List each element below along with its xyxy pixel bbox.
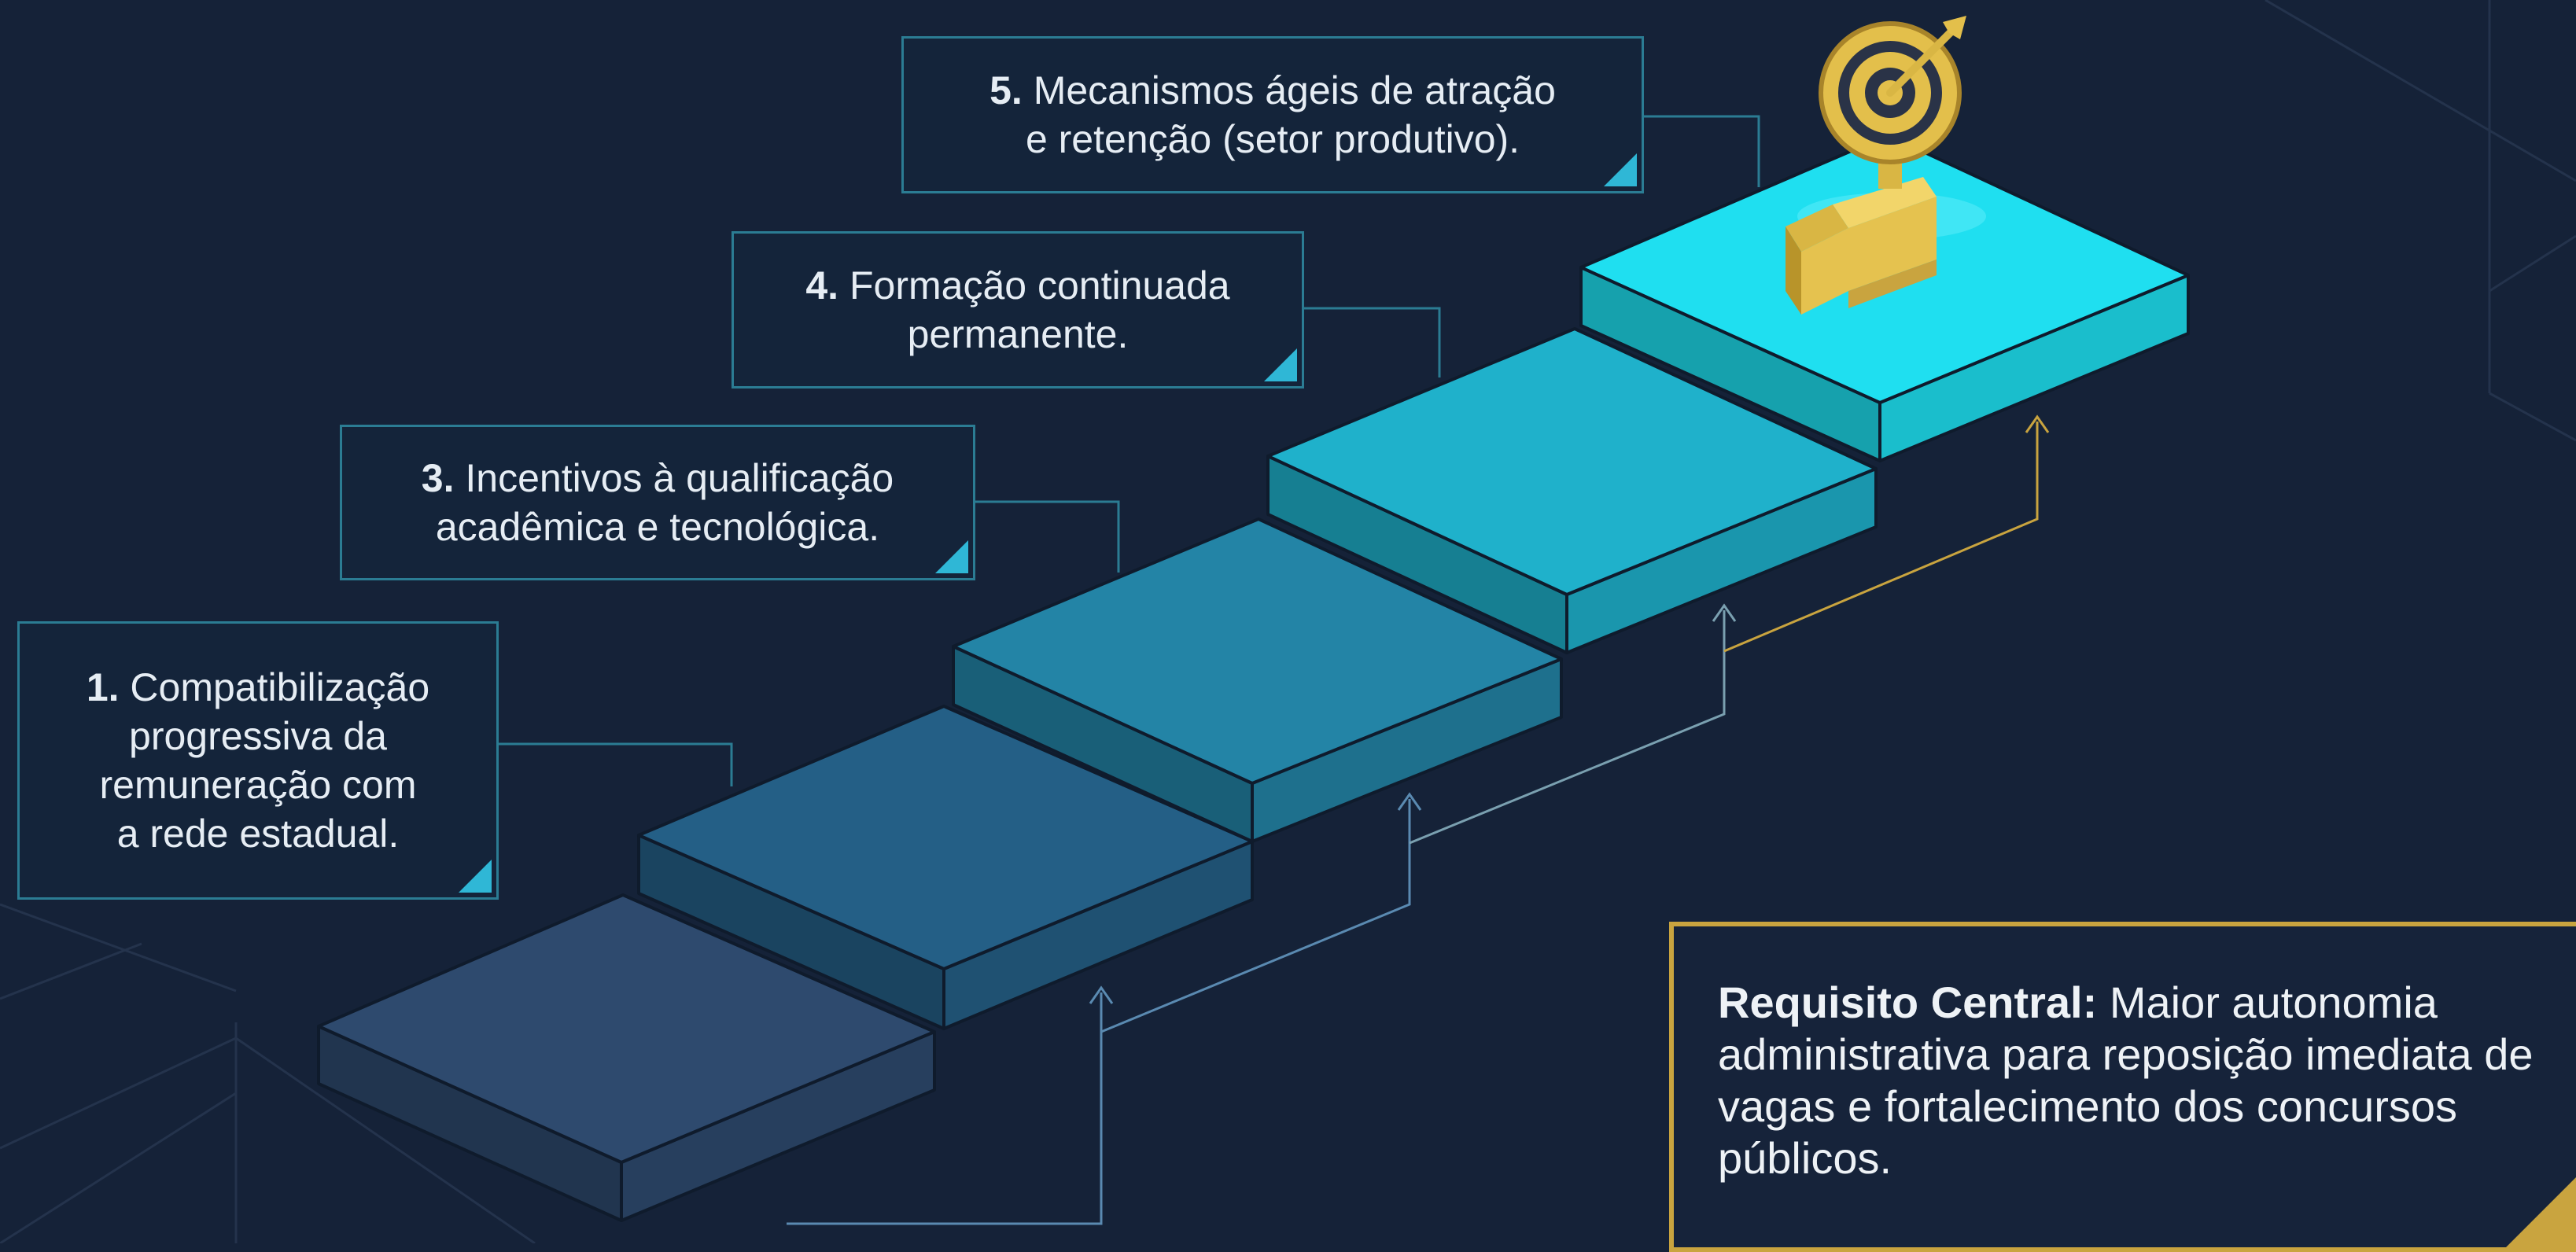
callout-1-line-4: a rede estadual. xyxy=(116,812,400,856)
callout-3: 3. Incentivos à qualificação acadêmica e… xyxy=(340,425,975,580)
up-arrow-icon xyxy=(1089,985,1114,1004)
callout-4-line-2: permanente. xyxy=(907,312,1129,356)
up-arrow-icon xyxy=(1712,603,1737,622)
callout-1-line-1: 1. Compatibilização xyxy=(86,665,430,709)
requirement-text: Maior autonomia administrativa para repo… xyxy=(1718,978,2534,1183)
corner-accent-icon xyxy=(2506,1177,2576,1247)
central-requirement-box: Requisito Central: Maior autonomia admin… xyxy=(1669,922,2576,1252)
corner-accent-icon xyxy=(1604,153,1637,186)
requirement-label: Requisito Central: xyxy=(1718,978,2098,1027)
callout-1-connector xyxy=(499,742,733,786)
callout-1: 1. Compatibilização progressiva da remun… xyxy=(17,621,499,900)
callout-4: 4. Formação continuada permanente. xyxy=(732,231,1304,388)
target-trophy-icon xyxy=(1786,16,1986,315)
callout-1-line-3: remuneração com xyxy=(99,763,417,807)
progress-path-4 xyxy=(1723,422,2039,653)
progress-path-3 xyxy=(1409,610,1726,845)
progress-path-2 xyxy=(1100,799,1411,1033)
callout-4-connector xyxy=(1304,307,1441,377)
callout-5-line-1: 5. Mecanismos ágeis de atração xyxy=(989,68,1556,112)
callout-5-line-2: e retenção (setor produtivo). xyxy=(1025,117,1520,161)
callout-3-line-1: 3. Incentivos à qualificação xyxy=(421,456,894,500)
callout-5: 5. Mecanismos ágeis de atração e retençã… xyxy=(901,36,1644,193)
callout-5-connector xyxy=(1636,115,1760,187)
up-arrow-icon xyxy=(2025,414,2050,433)
callout-1-line-2: progressiva da xyxy=(129,714,387,758)
step-1-top-face xyxy=(317,893,936,1164)
callout-4-line-1: 4. Formação continuada xyxy=(805,263,1230,307)
callout-3-connector xyxy=(975,500,1120,573)
up-arrow-icon xyxy=(1397,792,1422,811)
progress-path-1 xyxy=(787,992,1103,1225)
corner-accent-icon xyxy=(1264,348,1297,381)
corner-accent-icon xyxy=(935,540,968,573)
callout-3-line-2: acadêmica e tecnológica. xyxy=(435,505,880,549)
step-3-top-face xyxy=(952,517,1563,785)
corner-accent-icon xyxy=(459,860,492,893)
step-4-top-face xyxy=(1266,327,1878,596)
